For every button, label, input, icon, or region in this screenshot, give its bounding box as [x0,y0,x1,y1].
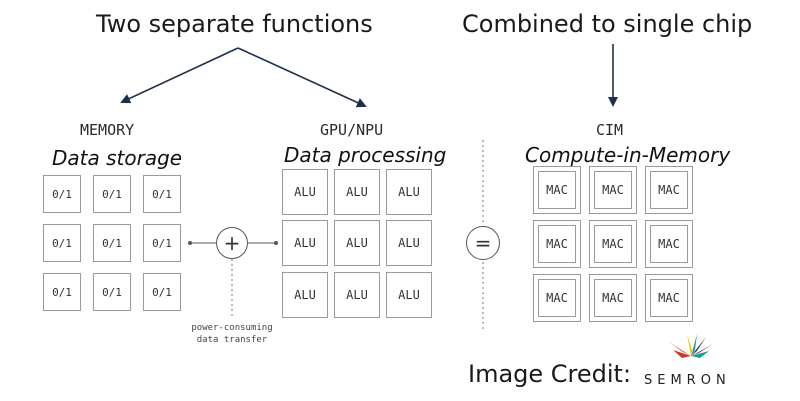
heading-combined-chip: Combined to single chip [462,10,753,38]
memory-cell: 0/1 [93,224,131,262]
image-credit-label: Image Credit: [468,360,632,388]
arrow-to-gpu [237,47,367,108]
data-transfer-note-line1: power-consuming [191,323,273,333]
mac-cell-label: MAC [602,237,624,251]
memory-subtitle: Data storage [52,146,183,170]
mac-cell: MAC [645,166,693,214]
gpu-grid: ALU ALU ALU ALU ALU ALU ALU ALU ALU [282,169,432,319]
memory-cell: 0/1 [143,175,181,213]
mac-cell: MAC [589,274,637,322]
gpu-subtitle: Data processing [284,143,447,167]
memory-cell: 0/1 [143,224,181,262]
equals-icon: = [466,226,500,260]
cim-title: CIM [596,121,624,139]
alu-cell: ALU [386,272,432,318]
mac-cell-label: MAC [602,291,624,305]
mac-cell: MAC [533,166,581,214]
heading-two-functions: Two separate functions [96,10,373,38]
alu-cell: ALU [282,272,328,318]
alu-cell: ALU [282,169,328,215]
alu-cell: ALU [334,220,380,266]
gpu-title: GPU/NPU [320,121,384,139]
cim-subtitle: Compute-in-Memory [525,143,731,167]
mac-cell: MAC [589,166,637,214]
mac-cell: MAC [533,274,581,322]
alu-cell: ALU [282,220,328,266]
memory-cell: 0/1 [43,175,81,213]
memory-title: MEMORY [80,121,135,139]
mac-cell-label: MAC [658,183,680,197]
memory-cell: 0/1 [93,175,131,213]
arrow-to-memory [120,47,239,104]
alu-cell: ALU [334,169,380,215]
memory-cell: 0/1 [143,273,181,311]
mac-cell: MAC [645,274,693,322]
mac-cell-label: MAC [658,237,680,251]
mac-cell-label: MAC [546,237,568,251]
memory-cell: 0/1 [43,224,81,262]
cim-grid: MAC MAC MAC MAC MAC MAC MAC MAC MAC [533,166,693,326]
mac-cell-label: MAC [546,291,568,305]
mac-cell-label: MAC [658,291,680,305]
mac-cell: MAC [589,220,637,268]
alu-cell: ALU [386,169,432,215]
mac-cell: MAC [645,220,693,268]
plus-icon: + [216,227,248,259]
alu-cell: ALU [386,220,432,266]
mac-cell: MAC [533,220,581,268]
mac-cell-label: MAC [602,183,624,197]
connector-dot-left [188,241,192,245]
data-transfer-note: power-consuming data transfer [167,322,297,346]
memory-grid: 0/1 0/1 0/1 0/1 0/1 0/1 0/1 0/1 0/1 [43,175,183,315]
alu-cell: ALU [334,272,380,318]
semron-logo-text: SEMRON [644,373,731,388]
data-transfer-note-line2: data transfer [196,335,268,345]
connector-dot-right [274,241,278,245]
memory-cell: 0/1 [93,273,131,311]
memory-cell: 0/1 [43,273,81,311]
mac-cell-label: MAC [546,183,568,197]
